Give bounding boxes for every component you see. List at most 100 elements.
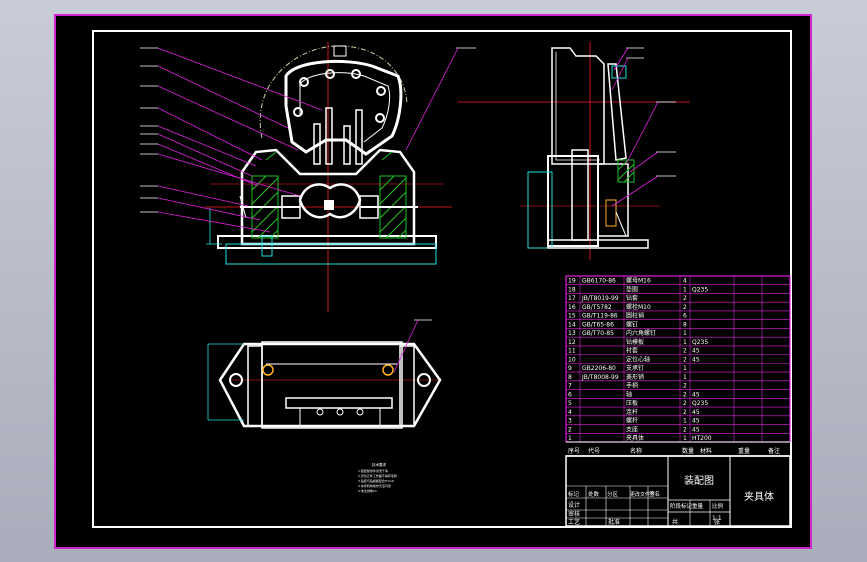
bom-cell-no: 15 <box>568 313 576 320</box>
notes-line: 1.装配前零件清洗干净 <box>358 468 388 473</box>
weight-label: 重量 <box>692 502 704 510</box>
bom-cell-name: 螺杆 <box>626 417 638 425</box>
bom-cell-no: 11 <box>568 348 576 355</box>
bom-cell-qty: 1 <box>683 330 687 337</box>
bom-cell-name: 圆柱销 <box>626 312 644 320</box>
stage-label: 阶段标记 <box>670 502 693 510</box>
bom-cell-no: 1 <box>568 435 572 442</box>
bom-cell-name: 定位心轴 <box>626 355 650 363</box>
notes-line: 4.夹紧机构动作灵活可靠 <box>358 483 391 488</box>
header-cell-zone: 分区 <box>607 490 619 498</box>
bom-cell-qty: 2 <box>683 295 687 302</box>
bom-cell-code: GB/T5782 <box>582 304 612 311</box>
bom-cell-code: GB6170-86 <box>582 278 616 285</box>
scale-value: 1:1 <box>712 515 722 522</box>
bom-cell-no: 16 <box>568 304 576 311</box>
bom-cell-no: 7 <box>568 383 572 390</box>
bom-cell-qty: 1 <box>683 418 687 425</box>
bom-cell-material: 45 <box>692 426 700 433</box>
bom-cell-no: 9 <box>568 365 572 372</box>
bom-cell-no: 10 <box>568 356 576 363</box>
bom-cell-qty: 1 <box>683 339 687 346</box>
bom-cell-code: GB/T119-86 <box>582 313 618 320</box>
bom-header-name: 名称 <box>630 447 642 455</box>
bom-cell-name: 内六角螺钉 <box>626 329 656 337</box>
bom-header-material: 材料 <box>700 447 712 455</box>
header-cell-change: 更改文件号 <box>630 491 655 498</box>
bom-cell-material: 45 <box>692 348 700 355</box>
top-view-leaders <box>393 319 432 373</box>
bom-cell-qty: 2 <box>683 356 687 363</box>
sheet-label: 共 <box>672 518 678 526</box>
front-view <box>205 42 452 312</box>
bom-cell-name: 连杆 <box>626 408 638 416</box>
bom-cell-name: 钻模板 <box>626 338 644 346</box>
bom-cell-no: 2 <box>568 426 572 433</box>
header-cell-sign: 签名 <box>649 490 660 498</box>
bom-cell-material: 45 <box>692 356 700 363</box>
bom-cell-no: 14 <box>568 321 576 328</box>
technical-notes: 技术要求 1.装配前零件清洗干净 2.定位元件工作面不得有毛刺 3.钻套与钻模板… <box>358 462 397 493</box>
title-block: 标记 处数 分区 更改文件号 签名 设计 审核 工艺 批准 装配图 阶段标记 重… <box>565 455 791 527</box>
bom-cell-material: 45 <box>692 409 700 416</box>
bom-cell-code: GB/T65-86 <box>582 321 614 328</box>
bom-cell-no: 18 <box>568 286 576 293</box>
side-view-leaders <box>611 47 676 207</box>
bom-cell-name: 支座 <box>626 425 638 433</box>
bom-cell-no: 3 <box>568 418 572 425</box>
bom-cell-code: JB/T8008-99 <box>581 374 619 381</box>
bom-cell-qty: 1 <box>683 286 687 293</box>
bom-header-weight: 重量 <box>738 447 750 455</box>
notes-line: 2.定位元件工作面不得有毛刺 <box>358 473 397 478</box>
bom-cell-qty: 2 <box>683 426 687 433</box>
header-cell-count: 处数 <box>588 490 600 498</box>
bom-cell-material: Q235 <box>692 339 708 346</box>
bom-cell-material: 45 <box>692 391 700 398</box>
bom-cell-qty: 1 <box>683 374 687 381</box>
bom-cell-qty: 6 <box>683 313 687 320</box>
bom-header-remark: 备注 <box>768 447 780 455</box>
notes-line: 3.钻套与钻模板配合H7/n6 <box>358 478 394 483</box>
bom-cell-name: 衬套 <box>626 347 638 355</box>
bom-cell-no: 12 <box>568 339 576 346</box>
bom-header-code: 代号 <box>588 447 600 455</box>
bom-cell-no: 5 <box>568 400 572 407</box>
header-cell-mark: 标记 <box>568 490 580 498</box>
bom-cell-code: JB/T8019-99 <box>581 295 619 302</box>
bom-cell-name: 钻套 <box>626 294 638 302</box>
bom-cell-material: Q235 <box>692 286 708 293</box>
side-view <box>458 42 690 260</box>
bom-cell-no: 8 <box>568 374 572 381</box>
notes-line: 5.未注倒角C1 <box>358 488 377 493</box>
bom-cell-name: 夹具体 <box>626 434 644 442</box>
bom-cell-name: 螺母M16 <box>626 277 651 285</box>
drawing-frame <box>92 30 792 528</box>
bom-cell-no: 19 <box>568 278 576 285</box>
bom-cell-qty: 2 <box>683 348 687 355</box>
bom-cell-name: 压板 <box>626 399 638 407</box>
bom-cell-qty: 2 <box>683 409 687 416</box>
bom-cell-no: 17 <box>568 295 576 302</box>
bom-cell-no: 4 <box>568 409 572 416</box>
bom-cell-name: 支承钉 <box>626 364 644 372</box>
cad-viewport[interactable] <box>54 14 812 549</box>
bom-cell-qty: 8 <box>683 321 687 328</box>
bom-cell-name: 轴 <box>626 390 632 398</box>
bom-cell-code: GB2206-80 <box>582 365 616 372</box>
bom-cell-qty: 2 <box>683 304 687 311</box>
bom-header-qty: 数量 <box>682 447 694 455</box>
bom-cell-no: 13 <box>568 330 576 337</box>
bom-cell-qty: 4 <box>683 278 687 285</box>
process-label: 工艺 <box>568 518 580 526</box>
approve-label: 批准 <box>608 518 620 526</box>
part-name: 夹具体 <box>744 490 774 503</box>
top-view <box>207 341 442 429</box>
checker-label: 审核 <box>568 510 580 518</box>
bom-cell-qty: 1 <box>683 435 687 442</box>
notes-title: 技术要求 <box>372 462 386 467</box>
designer-label: 设计 <box>568 501 580 509</box>
bom-cell-name: 垫圈 <box>626 285 638 293</box>
drawing-name: 装配图 <box>684 474 714 487</box>
